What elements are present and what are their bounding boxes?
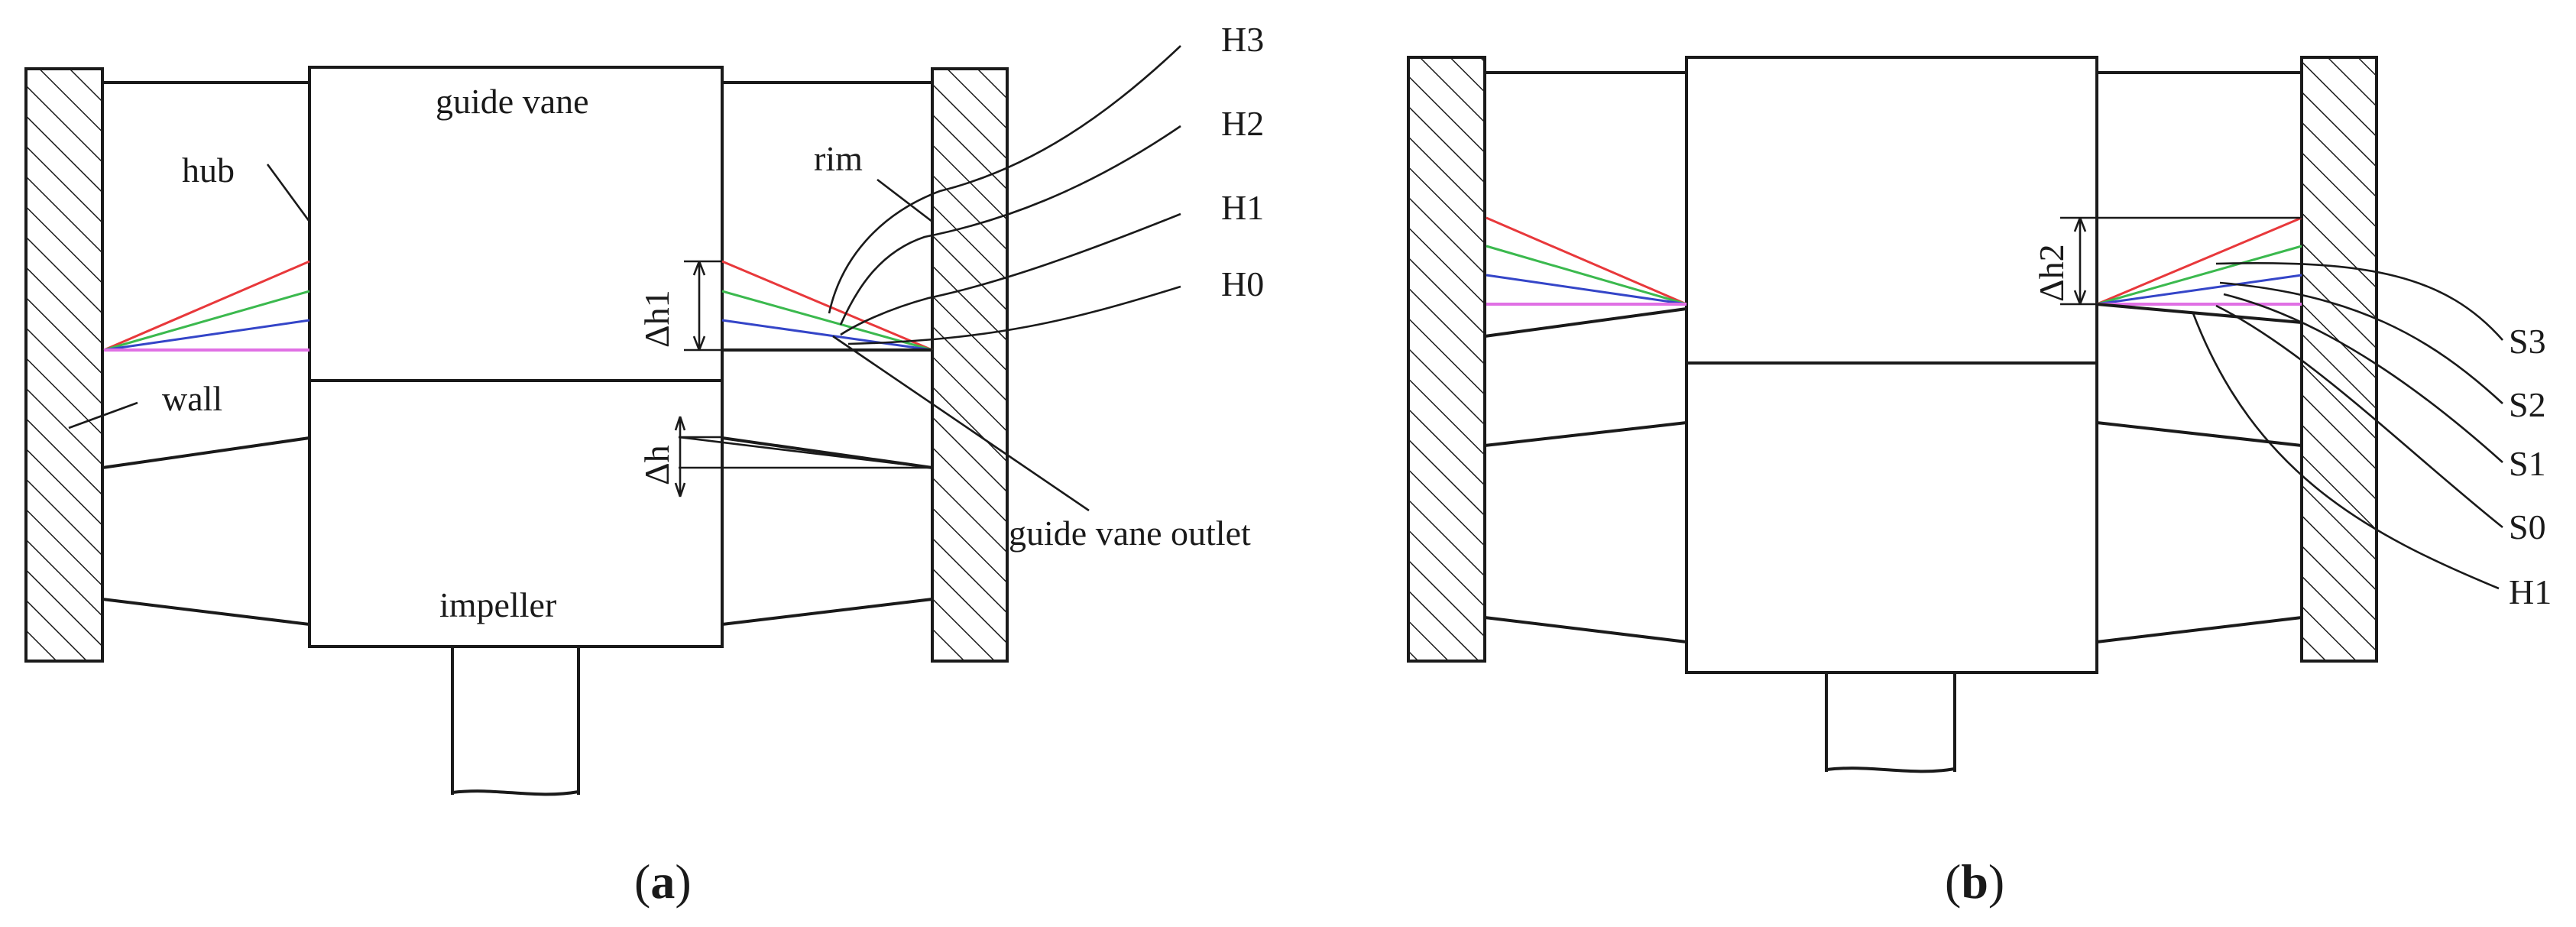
rim-line-green-a — [721, 290, 933, 352]
bottom-line-left-a — [102, 598, 310, 626]
rim-line-blue-b — [2096, 274, 2302, 306]
hub-line-red-b — [1486, 216, 1687, 306]
wall-leader-a — [68, 401, 138, 429]
dh1-label-a: Δh1 — [637, 290, 676, 348]
panel-a-caption-close: ) — [675, 854, 691, 909]
h1-label-b: H1 — [2509, 572, 2552, 611]
panel-b-caption: (b) — [1945, 854, 2004, 909]
h1-leader-a — [840, 212, 1181, 336]
hub-line-blue-a — [103, 319, 310, 352]
left-wall-b — [1407, 56, 1486, 663]
s3-leader-b — [2215, 261, 2503, 341]
guide-vane-label-a: guide vane — [436, 82, 589, 121]
upper-black-left-b — [1484, 307, 1687, 338]
bottom-line-left-b — [1484, 616, 1687, 643]
hub-label-a: hub — [182, 151, 235, 190]
middle-line-left-a — [102, 436, 310, 469]
h2-label-a: H2 — [1221, 104, 1264, 143]
hub-line-green-a — [103, 290, 310, 352]
rim-line-red-b — [2096, 216, 2302, 306]
middle-line-left-b — [1484, 421, 1687, 447]
right-wall-b — [2300, 56, 2378, 663]
guide-vane-box-a — [308, 66, 724, 382]
hub-line-red-a — [103, 260, 310, 352]
left-wall-a — [24, 67, 104, 663]
rim-line-blue-a — [721, 319, 933, 352]
impeller-box-b — [1685, 361, 2098, 674]
wall-label-a: wall — [162, 379, 222, 418]
panel-b-caption-open: ( — [1945, 854, 1961, 909]
h1-label-a: H1 — [1221, 188, 1264, 227]
bottom-line-right-a — [721, 598, 933, 626]
impeller-label-a: impeller — [439, 585, 556, 624]
rim-leader-a — [876, 178, 933, 223]
guide-vane-outlet-label-a: guide vane outlet — [1009, 514, 1251, 553]
panel-b-caption-letter: b — [1961, 854, 1988, 909]
bottom-line-right-b — [2096, 616, 2302, 643]
shaft-b — [1825, 673, 1956, 773]
hub-line-blue-b — [1486, 274, 1687, 306]
panel-a-caption: (a) — [634, 854, 692, 909]
h1-leader-b — [2192, 313, 2500, 590]
h2-leader-a — [839, 125, 1181, 326]
panel-a-caption-open: ( — [634, 854, 650, 909]
panel-b-caption-close: ) — [1988, 854, 2004, 909]
middle-line-right-b — [2096, 421, 2302, 447]
guide-vane-outlet-leader-a — [832, 335, 1090, 512]
guide-vane-box-b — [1685, 56, 2098, 365]
s2-label-b: S2 — [2509, 385, 2546, 424]
hub-line-green-b — [1486, 245, 1687, 306]
rim-label-a: rim — [814, 139, 863, 178]
dh-dimension-a — [674, 416, 933, 498]
hub-leader-a — [266, 164, 311, 222]
s0-label-b: S0 — [2509, 507, 2546, 546]
dh1-dimension-a — [684, 260, 722, 352]
panel-a: Δh1 Δh guide vane hub rim wall impeller … — [24, 20, 1264, 909]
s2-leader-b — [2219, 281, 2503, 404]
s0-leader-b — [2215, 304, 2503, 529]
rim-line-red-a — [721, 260, 933, 352]
dh2-label-b: Δh2 — [2032, 244, 2071, 302]
h0-leader-a — [847, 285, 1181, 345]
dh-label-a: Δh — [637, 445, 676, 485]
dh2-dimension-b — [2060, 216, 2302, 306]
s1-label-b: S1 — [2509, 444, 2546, 483]
impeller-box-a — [308, 379, 724, 648]
rim-line-green-b — [2096, 245, 2302, 306]
h0-label-a: H0 — [1221, 264, 1264, 303]
s1-leader-b — [2223, 293, 2503, 463]
panel-a-caption-letter: a — [650, 854, 675, 909]
shaft-a — [451, 647, 580, 796]
h3-label-a: H3 — [1221, 20, 1264, 59]
panel-b: Δh2 S3 S2 S1 S0 H1 (b) — [1407, 56, 2552, 909]
right-wall-a — [931, 67, 1009, 663]
rim-line-black-b — [2096, 303, 2302, 324]
h3-leader-a — [828, 45, 1181, 314]
s3-label-b: S3 — [2509, 322, 2546, 361]
